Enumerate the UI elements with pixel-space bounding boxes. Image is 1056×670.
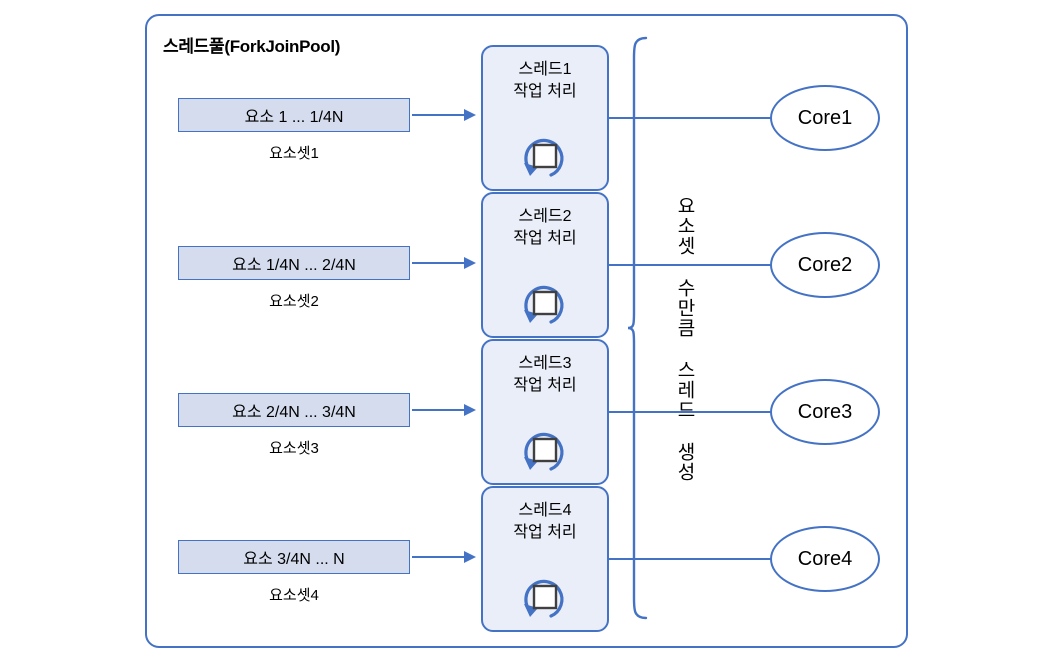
- thread-box-3: 스레드3 작업 처리: [481, 339, 609, 485]
- element-set-caption-1: 요소셋1: [269, 145, 319, 162]
- element-set-caption-2: 요소셋2: [269, 293, 319, 310]
- connector-thread-core-4: [609, 558, 773, 560]
- thread-label-2: 스레드2 작업 처리: [483, 206, 607, 249]
- brace-annotation-text: 요소셋 수만큼 스레드 생성: [674, 196, 695, 482]
- element-set-caption-4: 요소셋4: [269, 587, 319, 604]
- thread-name-4: 스레드4: [518, 502, 572, 519]
- core-label-3: Core3: [797, 400, 853, 423]
- core-node-1: Core1: [770, 85, 880, 151]
- connector-thread-core-3: [609, 411, 773, 413]
- thread-name-2: 스레드2: [518, 208, 572, 225]
- thread-action-1: 작업 처리: [513, 82, 577, 100]
- thread-label-1: 스레드1 작업 처리: [483, 59, 607, 102]
- thread-name-3: 스레드3: [518, 355, 572, 372]
- arrow-elementset-to-thread-3: [412, 404, 476, 416]
- element-set-box-1: 요소 1 ... 1/4N: [178, 98, 410, 132]
- arrow-elementset-to-thread-2: [412, 257, 476, 269]
- element-set-caption-3: 요소셋3: [269, 440, 319, 457]
- page-title: 스레드풀(ForkJoinPool): [163, 37, 341, 56]
- element-set-box-3: 요소 2/4N ... 3/4N: [178, 393, 410, 427]
- core-node-4: Core4: [770, 526, 880, 592]
- arrow-elementset-to-thread-1: [412, 109, 476, 121]
- core-label-2: Core2: [797, 253, 853, 276]
- arrow-elementset-to-thread-4: [412, 551, 476, 563]
- thread-action-4: 작업 처리: [513, 523, 577, 541]
- core-node-3: Core3: [770, 379, 880, 445]
- thread-box-4: 스레드4 작업 처리: [481, 486, 609, 632]
- thread-label-4: 스레드4 작업 처리: [483, 500, 607, 543]
- thread-label-3: 스레드3 작업 처리: [483, 353, 607, 396]
- element-set-box-4: 요소 3/4N ... N: [178, 540, 410, 574]
- loop-refresh-icon: [524, 138, 564, 177]
- connector-thread-core-2: [609, 264, 773, 266]
- loop-refresh-icon: [524, 285, 564, 324]
- grouping-brace: [628, 36, 648, 620]
- loop-refresh-icon: [524, 432, 564, 471]
- thread-box-1: 스레드1 작업 처리: [481, 45, 609, 191]
- thread-name-1: 스레드1: [518, 61, 572, 78]
- connector-thread-core-1: [609, 117, 773, 119]
- thread-action-2: 작업 처리: [513, 229, 577, 247]
- core-node-2: Core2: [770, 232, 880, 298]
- loop-refresh-icon: [524, 579, 564, 618]
- core-label-1: Core1: [797, 106, 853, 129]
- thread-action-3: 작업 처리: [513, 376, 577, 394]
- core-label-4: Core4: [797, 547, 853, 570]
- thread-box-2: 스레드2 작업 처리: [481, 192, 609, 338]
- element-set-box-2: 요소 1/4N ... 2/4N: [178, 246, 410, 280]
